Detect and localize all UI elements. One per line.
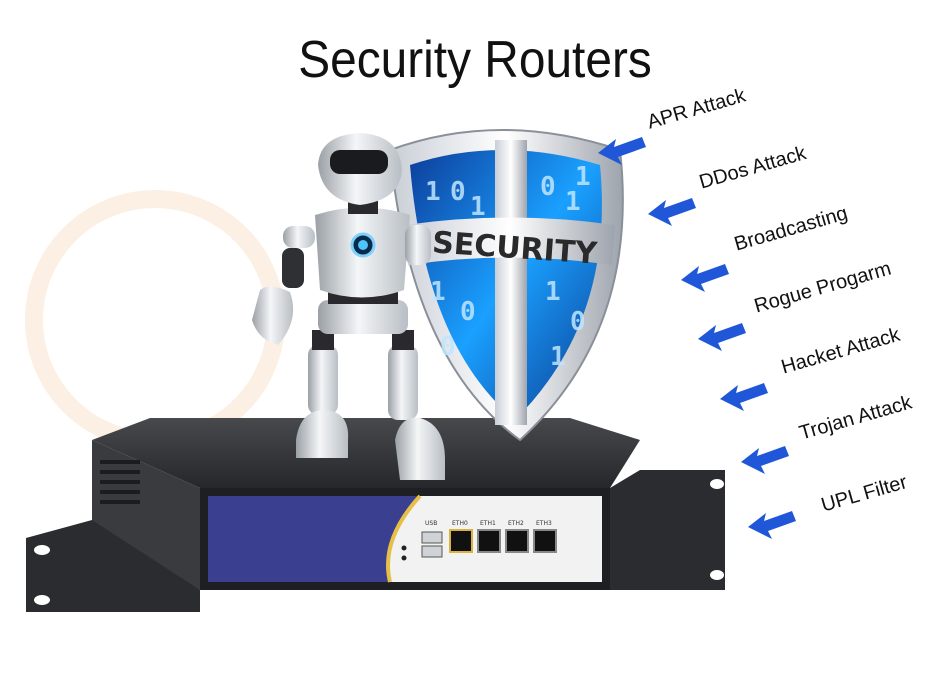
threat-arrow-4: [720, 383, 768, 411]
svg-text:0: 0: [440, 332, 456, 362]
svg-text:0: 0: [570, 307, 586, 337]
page-title: Security Routers: [298, 31, 652, 89]
threat-arrow-3: [698, 323, 746, 351]
svg-text:1: 1: [550, 342, 566, 372]
router: [26, 418, 725, 612]
eth3-label: ETH3: [536, 520, 552, 527]
svg-text:1: 1: [545, 277, 561, 307]
svg-text:1: 1: [565, 187, 581, 217]
usb-label: USB: [425, 520, 438, 527]
eth2-label: ETH2: [508, 520, 524, 527]
threat-arrows: [598, 137, 796, 539]
svg-text:1: 1: [430, 277, 446, 307]
svg-text:0: 0: [460, 297, 476, 327]
svg-text:0: 0: [540, 172, 556, 202]
eth0-label: ETH0: [452, 520, 468, 527]
threat-arrow-5: [741, 446, 789, 474]
threat-arrow-1: [648, 198, 696, 226]
threat-arrow-6: [748, 511, 796, 539]
threat-arrow-2: [681, 264, 729, 292]
svg-text:0: 0: [450, 177, 466, 207]
eth1-label: ETH1: [480, 520, 496, 527]
robot: [252, 133, 445, 480]
svg-text:1: 1: [470, 192, 486, 222]
svg-text:1: 1: [425, 177, 441, 207]
svg-text:1: 1: [575, 162, 591, 192]
threat-arrow-0: [598, 137, 646, 165]
